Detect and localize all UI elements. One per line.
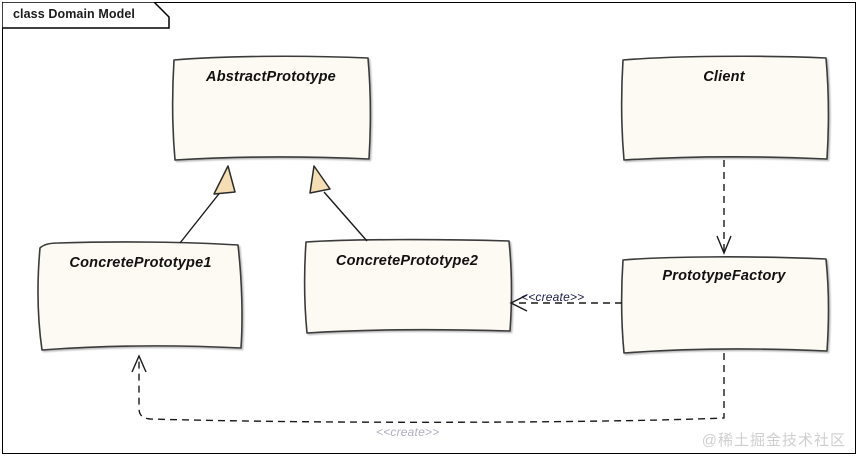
class-name-concrete-prototype-2: ConcretePrototype2 — [335, 253, 479, 269]
frame-tab-shape — [2, 2, 170, 29]
stereotype-label-create-bottom: <<create>> — [376, 425, 440, 439]
class-hotspot-client[interactable] — [620, 57, 828, 160]
frame-tab-label: class Domain Model — [13, 7, 135, 21]
frame-header-tab: class Domain Model — [2, 2, 170, 29]
class-name-client: Client — [703, 69, 745, 85]
class-hotspot-concrete-prototype-1[interactable] — [36, 242, 245, 352]
class-hotspot-prototype-factory[interactable] — [620, 256, 828, 353]
watermark: @稀土掘金技术社区 — [701, 432, 846, 449]
class-name-concrete-prototype-1: ConcretePrototype1 — [69, 255, 212, 271]
class-name-abstract-prototype: AbstractPrototype — [206, 69, 336, 85]
class-hotspot-concrete-prototype-2[interactable] — [303, 239, 511, 333]
stereotype-label-create-right: <<create>> — [521, 290, 585, 304]
class-hotspot-abstract-prototype[interactable] — [172, 57, 370, 160]
class-name-prototype-factory: PrototypeFactory — [662, 268, 786, 284]
